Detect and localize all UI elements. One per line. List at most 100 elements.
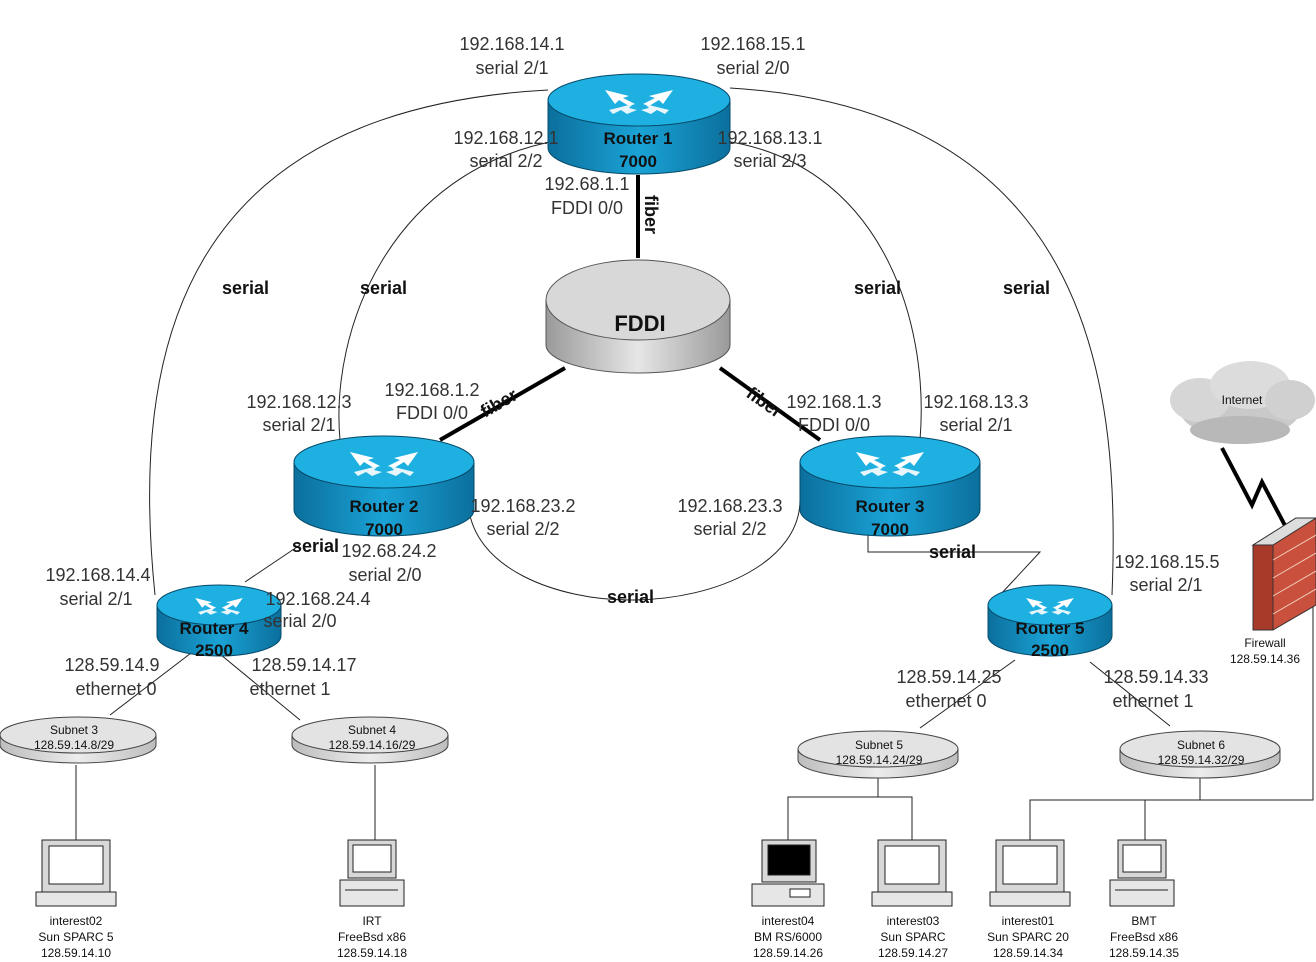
svg-text:serial 2/0: serial 2/0 [716,58,789,78]
router-5[interactable]: Router 5 2500 [987,584,1113,660]
router-3-model: 7000 [871,520,909,539]
host-irt[interactable]: IRT FreeBsd x86 128.59.14.18 [337,839,407,960]
svg-text:192.168.15.1: 192.168.15.1 [700,34,805,54]
svg-text:ethernet 1: ethernet 1 [1112,691,1193,711]
svg-text:serial 2/2: serial 2/2 [693,519,766,539]
svg-text:192.168.1.3: 192.168.1.3 [786,392,881,412]
svg-text:128.59.14.25: 128.59.14.25 [896,667,1001,687]
svg-text:128.59.14.36: 128.59.14.36 [1230,652,1300,666]
svg-text:192.168.14.1: 192.168.14.1 [459,34,564,54]
link-labels: serial serial serial serial serial seria… [222,195,1050,607]
svg-text:128.59.14.18: 128.59.14.18 [337,946,407,960]
svg-text:Sun SPARC: Sun SPARC [880,930,945,944]
svg-text:interest03: interest03 [887,914,940,928]
svg-text:192.168.24.4: 192.168.24.4 [265,589,370,609]
svg-text:Subnet 6: Subnet 6 [1177,738,1225,752]
svg-text:serial: serial [1003,278,1050,298]
link-r1-r3 [717,139,922,441]
svg-text:128.59.14.32/29: 128.59.14.32/29 [1158,753,1245,767]
subnet-6: Subnet 6 128.59.14.32/29 [1119,730,1281,779]
router-4[interactable]: Router 4 2500 [156,584,282,660]
firewall-icon[interactable]: Firewall 128.59.14.36 [1230,517,1316,666]
svg-text:Subnet 3: Subnet 3 [50,723,98,737]
svg-text:FDDI 0/0: FDDI 0/0 [798,415,870,435]
router-2-model: 7000 [365,520,403,539]
svg-text:128.59.14.9: 128.59.14.9 [64,655,159,675]
svg-text:serial 2/1: serial 2/1 [939,415,1012,435]
svg-text:serial 2/3: serial 2/3 [733,151,806,171]
svg-text:serial: serial [222,278,269,298]
svg-text:192.168.13.1: 192.168.13.1 [717,128,822,148]
fddi-ring: FDDI [545,259,731,374]
svg-text:192.168.23.2: 192.168.23.2 [470,496,575,516]
svg-text:128.59.14.10: 128.59.14.10 [41,946,111,960]
svg-text:interest02: interest02 [50,914,103,928]
svg-text:serial 2/1: serial 2/1 [262,415,335,435]
subnet-5: Subnet 5 128.59.14.24/29 [797,730,959,779]
svg-text:128.59.14.8/29: 128.59.14.8/29 [34,738,114,752]
svg-text:FDDI 0/0: FDDI 0/0 [396,403,468,423]
svg-text:serial 2/1: serial 2/1 [1129,575,1202,595]
svg-text:ethernet 0: ethernet 0 [75,679,156,699]
host-interest03[interactable]: interest03 Sun SPARC 128.59.14.27 [871,839,953,960]
link-r1-r4 [149,89,549,596]
svg-text:fiber: fiber [743,383,786,422]
svg-text:192.168.12.3: 192.168.12.3 [246,392,351,412]
svg-text:interest04: interest04 [762,914,815,928]
router-4-model: 2500 [195,641,233,660]
svg-text:128.59.14.35: 128.59.14.35 [1109,946,1179,960]
svg-text:serial: serial [360,278,407,298]
svg-text:192.168.23.3: 192.168.23.3 [677,496,782,516]
svg-text:interest01: interest01 [1002,914,1055,928]
ethernet-links [75,529,1314,840]
svg-text:128.59.14.17: 128.59.14.17 [251,655,356,675]
svg-text:BMT: BMT [1131,914,1157,928]
svg-text:192.168.1.2: 192.168.1.2 [384,380,479,400]
link-r1-r5 [729,87,1114,596]
svg-text:Subnet 5: Subnet 5 [855,738,903,752]
router-4-name: Router 4 [180,619,250,638]
svg-text:128.59.14.16/29: 128.59.14.16/29 [329,738,416,752]
fiber-r3-fddi [718,366,822,442]
svg-text:128.59.14.24/29: 128.59.14.24/29 [836,753,923,767]
host-interest02[interactable]: interest02 Sun SPARC 5 128.59.14.10 [35,839,117,960]
internet-cloud-icon: Internet [1170,361,1315,444]
router-1[interactable]: Router 1 7000 [547,73,731,175]
svg-text:serial: serial [929,542,976,562]
interface-labels: 192.168.14.1 serial 2/1 192.168.15.1 ser… [45,34,1219,711]
link-r2-r4 [244,544,301,583]
svg-text:FreeBsd x86: FreeBsd x86 [1110,930,1178,944]
svg-text:192.168.12.1: 192.168.12.1 [453,128,558,148]
router-2[interactable]: Router 2 7000 [293,435,475,539]
router-1-name: Router 1 [604,129,673,148]
subnet-3: Subnet 3 128.59.14.8/29 [0,716,157,764]
svg-text:Sun SPARC 5: Sun SPARC 5 [38,930,113,944]
svg-text:ethernet 0: ethernet 0 [905,691,986,711]
svg-text:128.59.14.26: 128.59.14.26 [753,946,823,960]
router-2-name: Router 2 [350,497,419,516]
link-r2-r3 [467,499,801,601]
fddi-label: FDDI [614,311,665,336]
svg-text:Sun SPARC 20: Sun SPARC 20 [987,930,1069,944]
svg-text:128.59.14.27: 128.59.14.27 [878,946,948,960]
svg-text:128.59.14.33: 128.59.14.33 [1103,667,1208,687]
svg-text:Firewall: Firewall [1244,636,1285,650]
host-interest01[interactable]: interest01 Sun SPARC 20 128.59.14.34 [987,839,1071,960]
svg-text:192.68.1.1: 192.68.1.1 [544,174,629,194]
router-3[interactable]: Router 3 7000 [799,435,981,539]
svg-text:192.168.13.3: 192.168.13.3 [923,392,1028,412]
subnet-4: Subnet 4 128.59.14.16/29 [291,716,449,764]
host-bmt[interactable]: BMT FreeBsd x86 128.59.14.35 [1109,839,1179,960]
router-5-model: 2500 [1031,641,1069,660]
svg-text:ethernet 1: ethernet 1 [249,679,330,699]
svg-text:fiber: fiber [641,195,661,234]
svg-text:serial 2/0: serial 2/0 [348,565,421,585]
router-5-name: Router 5 [1016,619,1085,638]
svg-text:BM RS/6000: BM RS/6000 [754,930,822,944]
svg-text:192.68.24.2: 192.68.24.2 [341,541,436,561]
serial-links [149,87,1114,601]
link-r1-r2 [338,139,561,441]
host-interest04[interactable]: interest04 BM RS/6000 128.59.14.26 [751,839,825,960]
svg-text:FreeBsd x86: FreeBsd x86 [338,930,406,944]
